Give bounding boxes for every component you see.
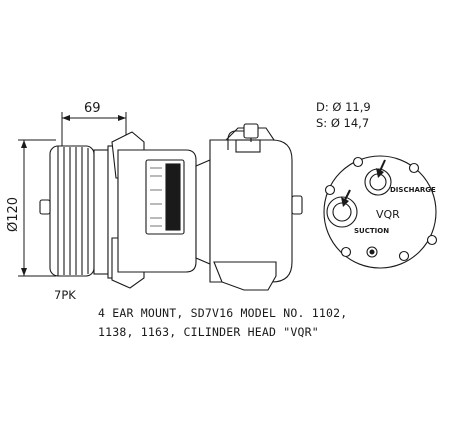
suction-spec: S: Ø 14,7 xyxy=(316,116,369,130)
model-caption-line-2: 1138, 1163, CILINDER HEAD "VQR" xyxy=(98,325,319,339)
compressor-rear-view xyxy=(323,155,438,269)
bolt-hole xyxy=(408,162,420,174)
compressor-side-view xyxy=(39,123,303,291)
rear-mount-ear-bottom xyxy=(213,261,277,291)
belt-profile-label: 7PK xyxy=(54,288,76,302)
rear-fitting xyxy=(291,195,303,215)
head-boss xyxy=(235,139,261,153)
bolt-hole xyxy=(352,156,364,168)
bolt-hole xyxy=(398,250,410,262)
discharge-spec: D: Ø 11,9 xyxy=(316,100,371,114)
discharge-label: DISCHARGE xyxy=(390,186,436,194)
discharge-arrow-icon xyxy=(376,159,386,178)
discharge-port xyxy=(364,168,392,196)
label-plate xyxy=(145,159,185,235)
rear-head-outline xyxy=(323,155,437,269)
diameter-dimension-label: Ø120 xyxy=(6,197,21,232)
bolt-hole xyxy=(340,246,352,258)
bolt-hole xyxy=(324,184,336,196)
suction-arrow-icon xyxy=(341,189,351,207)
service-valve xyxy=(366,246,378,258)
bolt-hole xyxy=(426,234,438,246)
width-dimension-label: 69 xyxy=(84,101,101,116)
suction-label: SUCTION xyxy=(354,227,389,235)
width-dimension xyxy=(61,112,127,150)
electrical-connector xyxy=(227,123,259,150)
model-caption-line-1: 4 EAR MOUNT, SD7V16 MODEL NO. 1102, xyxy=(98,306,348,320)
diameter-dimension xyxy=(18,139,56,277)
rear-head xyxy=(209,139,293,283)
pulley xyxy=(39,145,95,277)
body-waist xyxy=(195,159,211,265)
suction-port xyxy=(326,196,358,228)
cylinder-head-code: VQR xyxy=(376,208,400,221)
